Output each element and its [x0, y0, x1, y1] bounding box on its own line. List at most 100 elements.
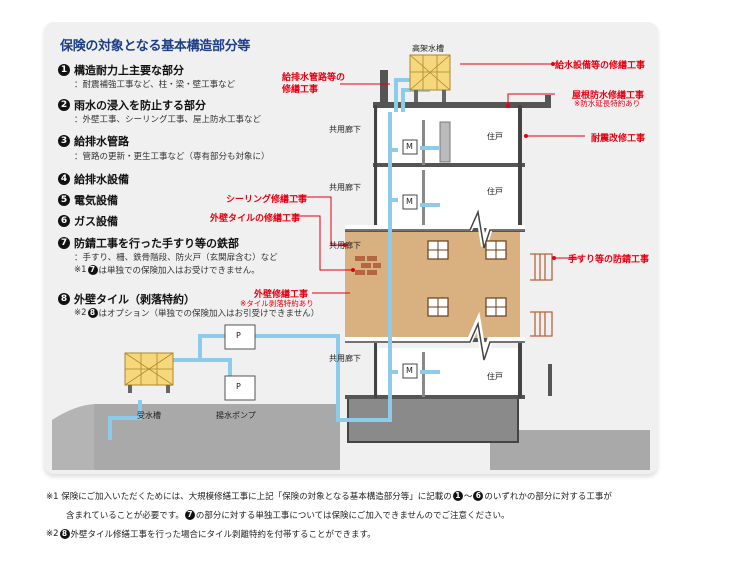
corridor-label-1: 共用廊下 [329, 125, 361, 134]
item-6: 6 ガス設備 [58, 213, 118, 229]
item-3: 3 給排水管路 [58, 133, 129, 149]
footnote-text: ※2 [46, 529, 59, 539]
note-number: 7 [87, 265, 98, 275]
footnote-text: ※1 保険にご加入いただくためには、大規模修繕工事に上記「保険の対象となる基本構… [46, 492, 452, 502]
item-number: 1 [58, 64, 70, 76]
balcony-rail [548, 364, 552, 396]
slab-2 [373, 163, 525, 167]
item-number: 8 [58, 293, 70, 305]
callout-pipe-repair-2: 修繕工事 [282, 85, 319, 95]
lower-floor [378, 348, 518, 398]
note-prefix: ※2 [74, 308, 87, 318]
break-upper-line [345, 209, 525, 249]
wall-left-lower [374, 342, 377, 398]
ground [94, 404, 340, 470]
callout-roof: 屋根防水修繕工事 [572, 91, 645, 101]
elevated-tank-label: 高架水槽 [412, 44, 444, 53]
partition-2 [422, 170, 425, 225]
footnote-text: 外壁タイル修繕工事を行った場合にタイル剥離特約を付帯することができます。 [70, 530, 376, 540]
parapet-right [545, 95, 551, 107]
ground-edge [52, 404, 95, 470]
item-number: 7 [58, 237, 70, 249]
item-label: 電気設備 [74, 194, 118, 207]
item-4: 4 給排水設備 [58, 171, 129, 187]
door-1 [439, 121, 451, 163]
item-7-sub: ：手すり、柵、鉄骨階段、防火戸（玄関扉含む）など [74, 253, 278, 263]
item-label: 構造耐力上主要な部分 [74, 64, 184, 77]
note-text: はオプション（単独での保険加入はお引受けできません） [98, 309, 320, 319]
unit-label-2: 住戸 [487, 187, 503, 196]
footnote-number: 1 [452, 491, 463, 501]
pump-label: 揚水ポンプ [216, 411, 256, 420]
callout-roof-note: ※防水延長特約あり [574, 99, 641, 108]
callout-supply-repair: 給水設備等の修繕工事 [555, 61, 646, 71]
pump-box-2 [224, 375, 256, 401]
item-number: 6 [58, 215, 70, 227]
item-number: 3 [58, 135, 70, 147]
item-label: 外壁タイル（剥落特約） [74, 293, 195, 306]
footnote-number: 7 [184, 510, 195, 520]
note-prefix: ※1 [74, 265, 87, 275]
footnote-1: ※1 保険にご加入いただくためには、大規模修繕工事に上記「保険の対象となる基本構… [46, 490, 612, 502]
window-bars [428, 241, 506, 316]
item-label: 防錆工事を行った手すり等の鉄部 [74, 237, 239, 250]
callout-exterior: 外壁修繕工事 [254, 290, 309, 300]
meter-label-1: M [406, 142, 413, 151]
slab-5 [345, 395, 525, 399]
item-8: 8 外壁タイル（剥落特約） [58, 291, 195, 307]
callout-wall-tile: 外壁タイルの修繕工事 [210, 214, 301, 224]
footnote-number: 8 [59, 529, 70, 539]
pump-box-label-1: P [236, 331, 241, 340]
handrails [530, 253, 553, 337]
unit-label-3: 住戸 [487, 372, 503, 381]
note-number: 8 [87, 308, 98, 318]
corridor-label-2: 共用廊下 [329, 183, 361, 192]
partition-1 [422, 120, 425, 165]
wall-right-upper [518, 105, 522, 230]
item-label: 雨水の浸入を防止する部分 [74, 99, 206, 112]
callout-handrail: 手すり等の防錆工事 [568, 255, 650, 265]
receiving-tank-label: 受水槽 [137, 411, 161, 420]
partition-3 [422, 352, 425, 397]
parapet [380, 70, 388, 104]
callout-sealing: シーリング修繕工事 [226, 195, 308, 205]
item-label: 給排水管路 [74, 135, 129, 148]
wall-left-upper [374, 105, 377, 230]
diagram-title: 保険の対象となる基本構造部分等 [60, 39, 251, 54]
wall-right-lower [518, 342, 522, 398]
pump-box-label-2: P [236, 382, 241, 391]
item-1: 1 構造耐力上主要な部分 [58, 62, 184, 78]
meter-label-3: M [406, 366, 413, 375]
ground-right [490, 430, 650, 470]
footnote-text: の部分に対する単独工事については保険にご加入できませんのでご注意ください。 [195, 511, 510, 521]
receiving-tank [124, 352, 174, 393]
roof-slab [373, 102, 551, 108]
note-text: は単独での保険加入はお受けできません。 [98, 266, 260, 276]
callout-exterior-note: ※タイル剥落特約あり [240, 299, 314, 308]
footnote-text: のいずれかの部分に対する工事が [484, 492, 612, 502]
item-number: 2 [58, 99, 70, 111]
item-label: ガス設備 [74, 215, 118, 228]
item-label: 給排水設備 [74, 173, 129, 186]
unit-label-1: 住戸 [487, 132, 503, 141]
meter-label-2: M [406, 197, 413, 206]
leader-lines [296, 63, 585, 294]
item-2-sub: ：外壁工事、シーリング工事、屋上防水工事など [74, 115, 262, 125]
meter-1 [402, 139, 418, 155]
brick-patch [355, 256, 381, 275]
corridor-label-4: 共用廊下 [329, 354, 361, 363]
leader-dots [343, 62, 556, 272]
callout-seismic: 耐震改修工事 [591, 134, 646, 144]
corridor-label-3: 共用廊下 [329, 241, 361, 250]
item-3-sub: ：管路の更新・更生工事など（専有部分も対象に） [74, 152, 270, 162]
meter-3 [402, 363, 418, 379]
footnote-number: 6 [473, 491, 484, 501]
meter-2 [402, 194, 418, 210]
callout-pipe-repair: 給排水管路等の [282, 73, 346, 83]
item-number: 4 [58, 173, 70, 185]
footnote-text: 〜 [463, 492, 473, 502]
